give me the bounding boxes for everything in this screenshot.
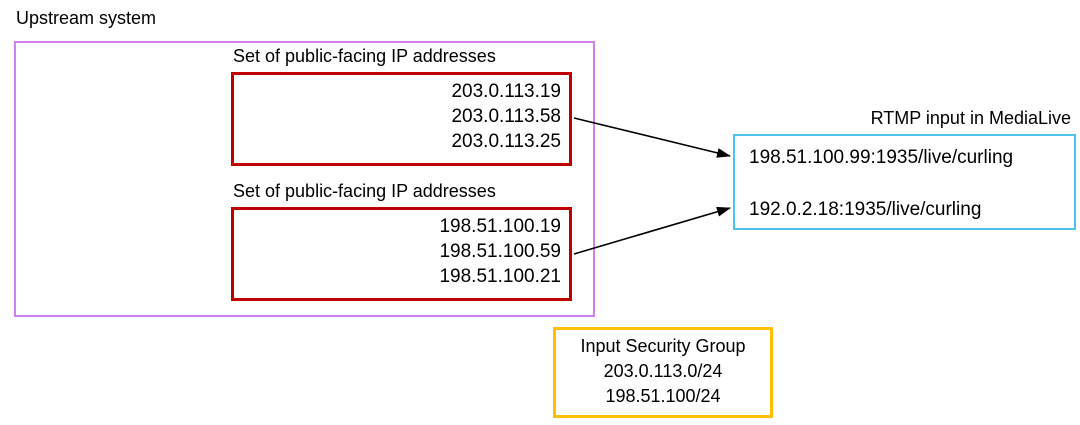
ip-address: 203.0.113.58: [451, 106, 561, 127]
upstream-system-box: [14, 41, 595, 317]
arrow-ipset1-to-rtmp: [573, 117, 731, 158]
security-group-cidr: 203.0.113.0/24: [603, 361, 723, 381]
ip-address: 198.51.100.21: [439, 266, 561, 287]
security-group-cidr: 198.51.100/24: [605, 386, 721, 406]
ip-set-1-label: Set of public-facing IP addresses: [233, 46, 496, 66]
ip-address: 203.0.113.19: [451, 81, 561, 102]
ip-address: 198.51.100.19: [439, 216, 561, 237]
ip-set-2-label: Set of public-facing IP addresses: [233, 181, 496, 201]
rtmp-input-label: RTMP input in MediaLive: [870, 108, 1071, 128]
ip-set-2-box: 198.51.100.19 198.51.100.59 198.51.100.2…: [231, 207, 572, 301]
rtmp-endpoint: 198.51.100.99:1935/live/curling: [749, 147, 1014, 168]
ip-set-1-box: 203.0.113.19 203.0.113.58 203.0.113.25: [231, 72, 572, 166]
arrow-ipset2-to-rtmp: [573, 206, 731, 255]
input-security-group-box: Input Security Group 203.0.113.0/24 198.…: [553, 327, 773, 418]
upstream-system-label: Upstream system: [16, 8, 157, 28]
ip-address: 203.0.113.25: [451, 131, 561, 152]
rtmp-input-box: 198.51.100.99:1935/live/curling 192.0.2.…: [733, 134, 1076, 230]
ip-address: 198.51.100.59: [439, 241, 561, 262]
input-security-group-title: Input Security Group: [580, 336, 746, 356]
rtmp-endpoint: 192.0.2.18:1935/live/curling: [749, 199, 982, 220]
